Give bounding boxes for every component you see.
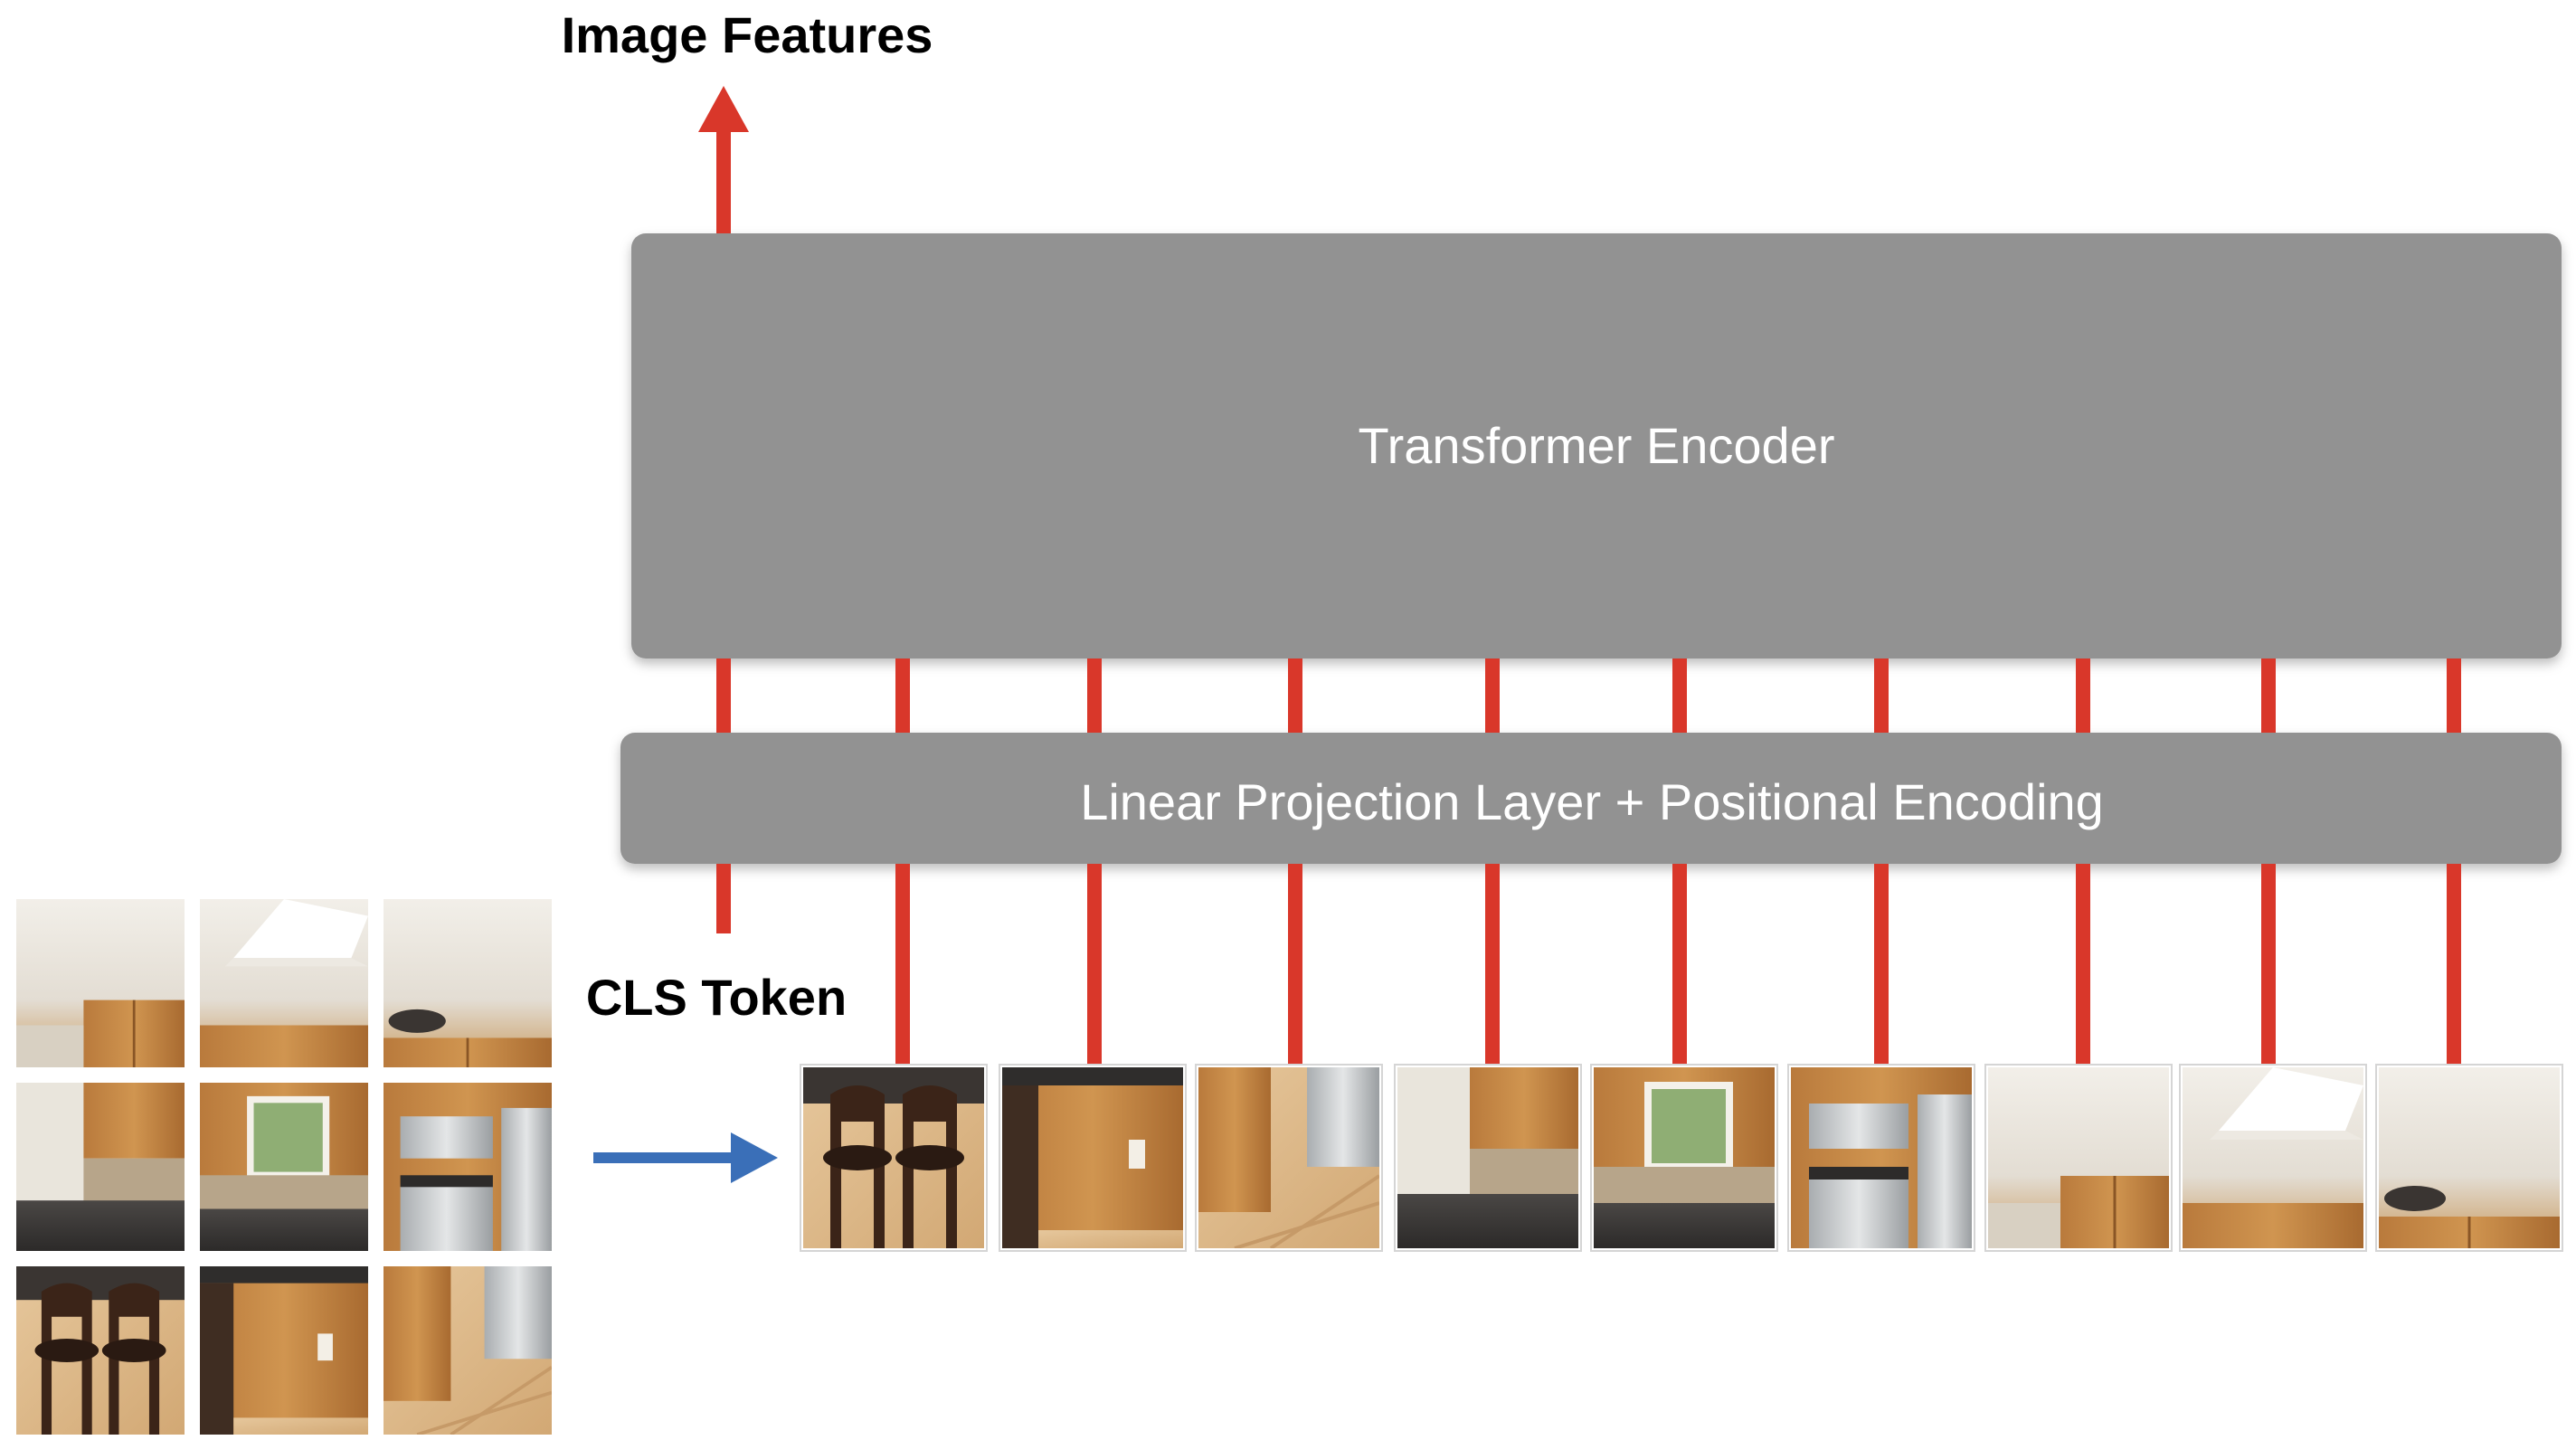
grid-patch-2	[200, 899, 368, 1067]
grid-patch-1	[16, 899, 185, 1067]
image-features-label: Image Features	[562, 6, 933, 63]
patch-sequence	[800, 1064, 2563, 1252]
output-arrow-head	[698, 86, 749, 132]
blue-arrow	[593, 1132, 778, 1183]
sequence-patch-7	[1988, 1067, 2169, 1248]
linear-projection-label: Linear Projection Layer + Positional Enc…	[1080, 773, 2104, 830]
grid-patch-4	[16, 1083, 185, 1251]
sequence-patch-4	[1397, 1067, 1578, 1248]
transformer-encoder-label: Transformer Encoder	[1359, 417, 1835, 474]
sequence-patch-8	[2183, 1067, 2363, 1248]
cls-token-label: CLS Token	[586, 969, 847, 1026]
grid-patch-3	[384, 899, 552, 1067]
patch-connectors	[895, 658, 2461, 1067]
grid-patch-6	[384, 1083, 552, 1251]
sequence-patch-6	[1791, 1067, 1972, 1248]
sequence-patch-9	[2379, 1067, 2560, 1248]
grid-patch-5	[200, 1083, 368, 1251]
linear-projection-block: Linear Projection Layer + Positional Enc…	[620, 733, 2562, 864]
grid-patch-8	[200, 1266, 368, 1435]
sequence-patch-3	[1198, 1067, 1379, 1248]
transformer-encoder-block: Transformer Encoder	[631, 233, 2562, 658]
grid-patch-9	[384, 1266, 552, 1435]
sequence-patch-5	[1594, 1067, 1775, 1248]
sequence-patch-1	[803, 1067, 984, 1248]
sequence-patch-2	[1002, 1067, 1183, 1248]
grid-patch-7	[16, 1266, 185, 1435]
source-image-grid	[16, 899, 552, 1435]
